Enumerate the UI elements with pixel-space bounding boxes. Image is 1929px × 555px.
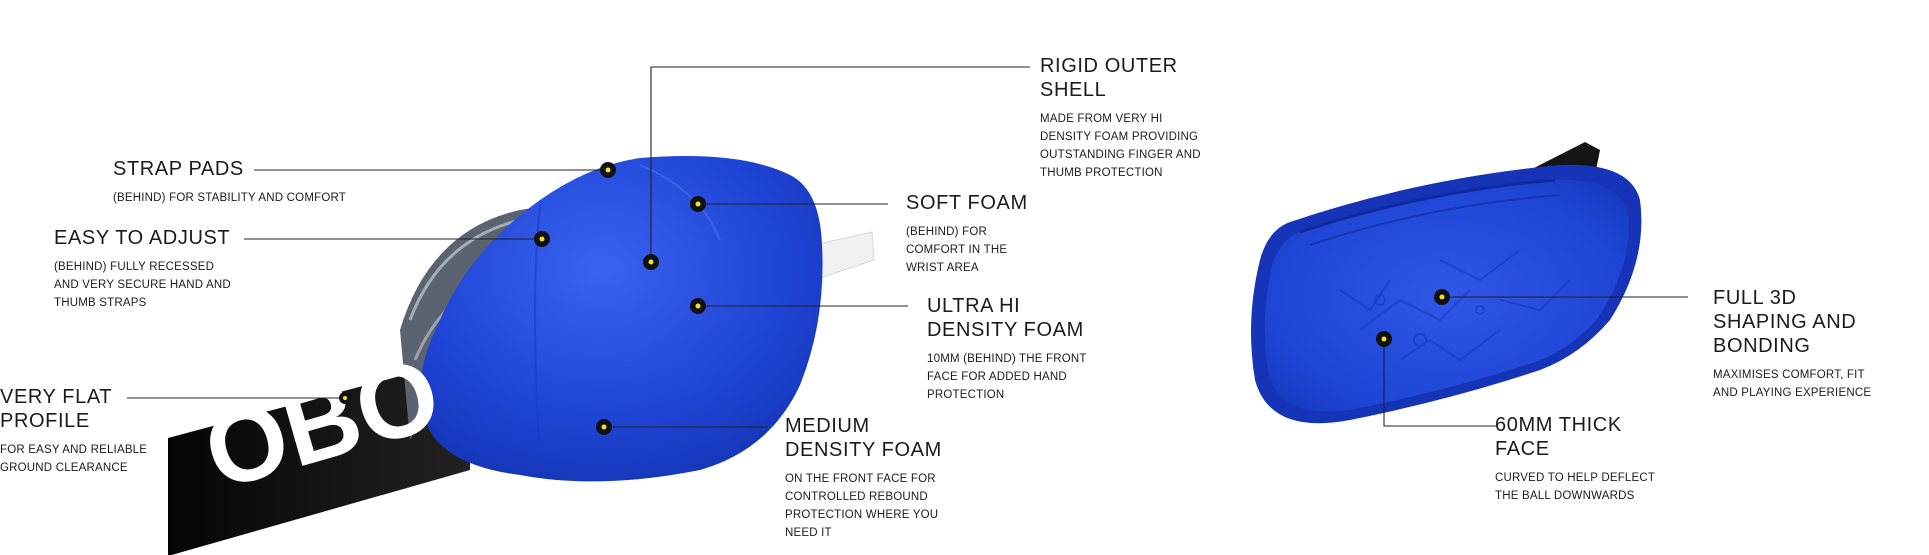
label-ultra-hi-density-foam: ULTRA HI DENSITY FOAM 10MM (BEHIND) THE … (927, 294, 1087, 404)
label-title: VERY FLAT PROFILE (0, 386, 113, 432)
marker-full-3d (1434, 289, 1450, 305)
label-title: STRAP PADS (113, 158, 244, 180)
label-very-flat-profile: VERY FLAT PROFILE FOR EASY AND RELIABLE … (0, 385, 147, 477)
face-texture (1339, 249, 1571, 362)
leader-thick-face (1383, 339, 1496, 427)
glove-front-view (1251, 142, 1642, 424)
label-60mm-thick-face: 60MM THICK FACE CURVED TO HELP DEFLECT T… (1495, 413, 1655, 505)
marker-easy-adjust (534, 231, 550, 247)
marker-rigid-shell (643, 254, 659, 270)
label-title: ULTRA HI DENSITY FOAM (927, 295, 1084, 341)
outer-shell (420, 156, 823, 482)
label-title: 60MM THICK FACE (1495, 414, 1622, 460)
label-rigid-outer-shell: RIGID OUTER SHELL MADE FROM VERY HI DENS… (1040, 54, 1201, 182)
label-desc: (BEHIND) FULLY RECESSED AND VERY SECURE … (54, 261, 231, 309)
label-title: SOFT FOAM (906, 192, 1028, 214)
glove-left-view: OBO (168, 156, 875, 555)
label-full-3d-shaping: FULL 3D SHAPING AND BONDING MAXIMISES CO… (1713, 286, 1871, 402)
label-title: EASY TO ADJUST (54, 227, 231, 249)
marker-flat-profile (339, 392, 351, 404)
label-desc: MADE FROM VERY HI DENSITY FOAM PROVIDING… (1040, 113, 1201, 179)
label-desc: (BEHIND) FOR COMFORT IN THE WRIST AREA (906, 226, 1008, 274)
leader-rigid-shell (650, 66, 1030, 262)
marker-ultra-hi (690, 298, 706, 314)
label-strap-pads: STRAP PADS (BEHIND) FOR STABILITY AND CO… (113, 157, 346, 207)
marker-medium-density (596, 419, 612, 435)
label-title: FULL 3D SHAPING AND BONDING (1713, 287, 1857, 357)
marker-thick-face (1376, 331, 1392, 347)
callout-markers (339, 162, 1450, 435)
label-desc: MAXIMISES COMFORT, FIT AND PLAYING EXPER… (1713, 369, 1872, 399)
marker-strap-pads (600, 162, 616, 178)
label-medium-density-foam: MEDIUM DENSITY FOAM ON THE FRONT FACE FO… (785, 414, 942, 542)
label-easy-to-adjust: EASY TO ADJUST (BEHIND) FULLY RECESSED A… (54, 226, 231, 312)
label-title: MEDIUM DENSITY FOAM (785, 415, 942, 461)
label-desc: CURVED TO HELP DEFLECT THE BALL DOWNWARD… (1495, 472, 1656, 502)
leader-lines (127, 66, 1688, 428)
label-desc: 10MM (BEHIND) THE FRONT FACE FOR ADDED H… (927, 353, 1087, 401)
label-soft-foam: SOFT FOAM (BEHIND) FOR COMFORT IN THE WR… (906, 191, 1028, 277)
label-desc: (BEHIND) FOR STABILITY AND COMFORT (113, 192, 346, 204)
label-desc: ON THE FRONT FACE FOR CONTROLLED REBOUND… (785, 473, 939, 539)
marker-soft-foam (690, 196, 706, 212)
stick-strap (168, 368, 470, 555)
label-title: RIGID OUTER SHELL (1040, 55, 1178, 101)
label-desc: FOR EASY AND RELIABLE GROUND CLEARANCE (0, 444, 148, 474)
